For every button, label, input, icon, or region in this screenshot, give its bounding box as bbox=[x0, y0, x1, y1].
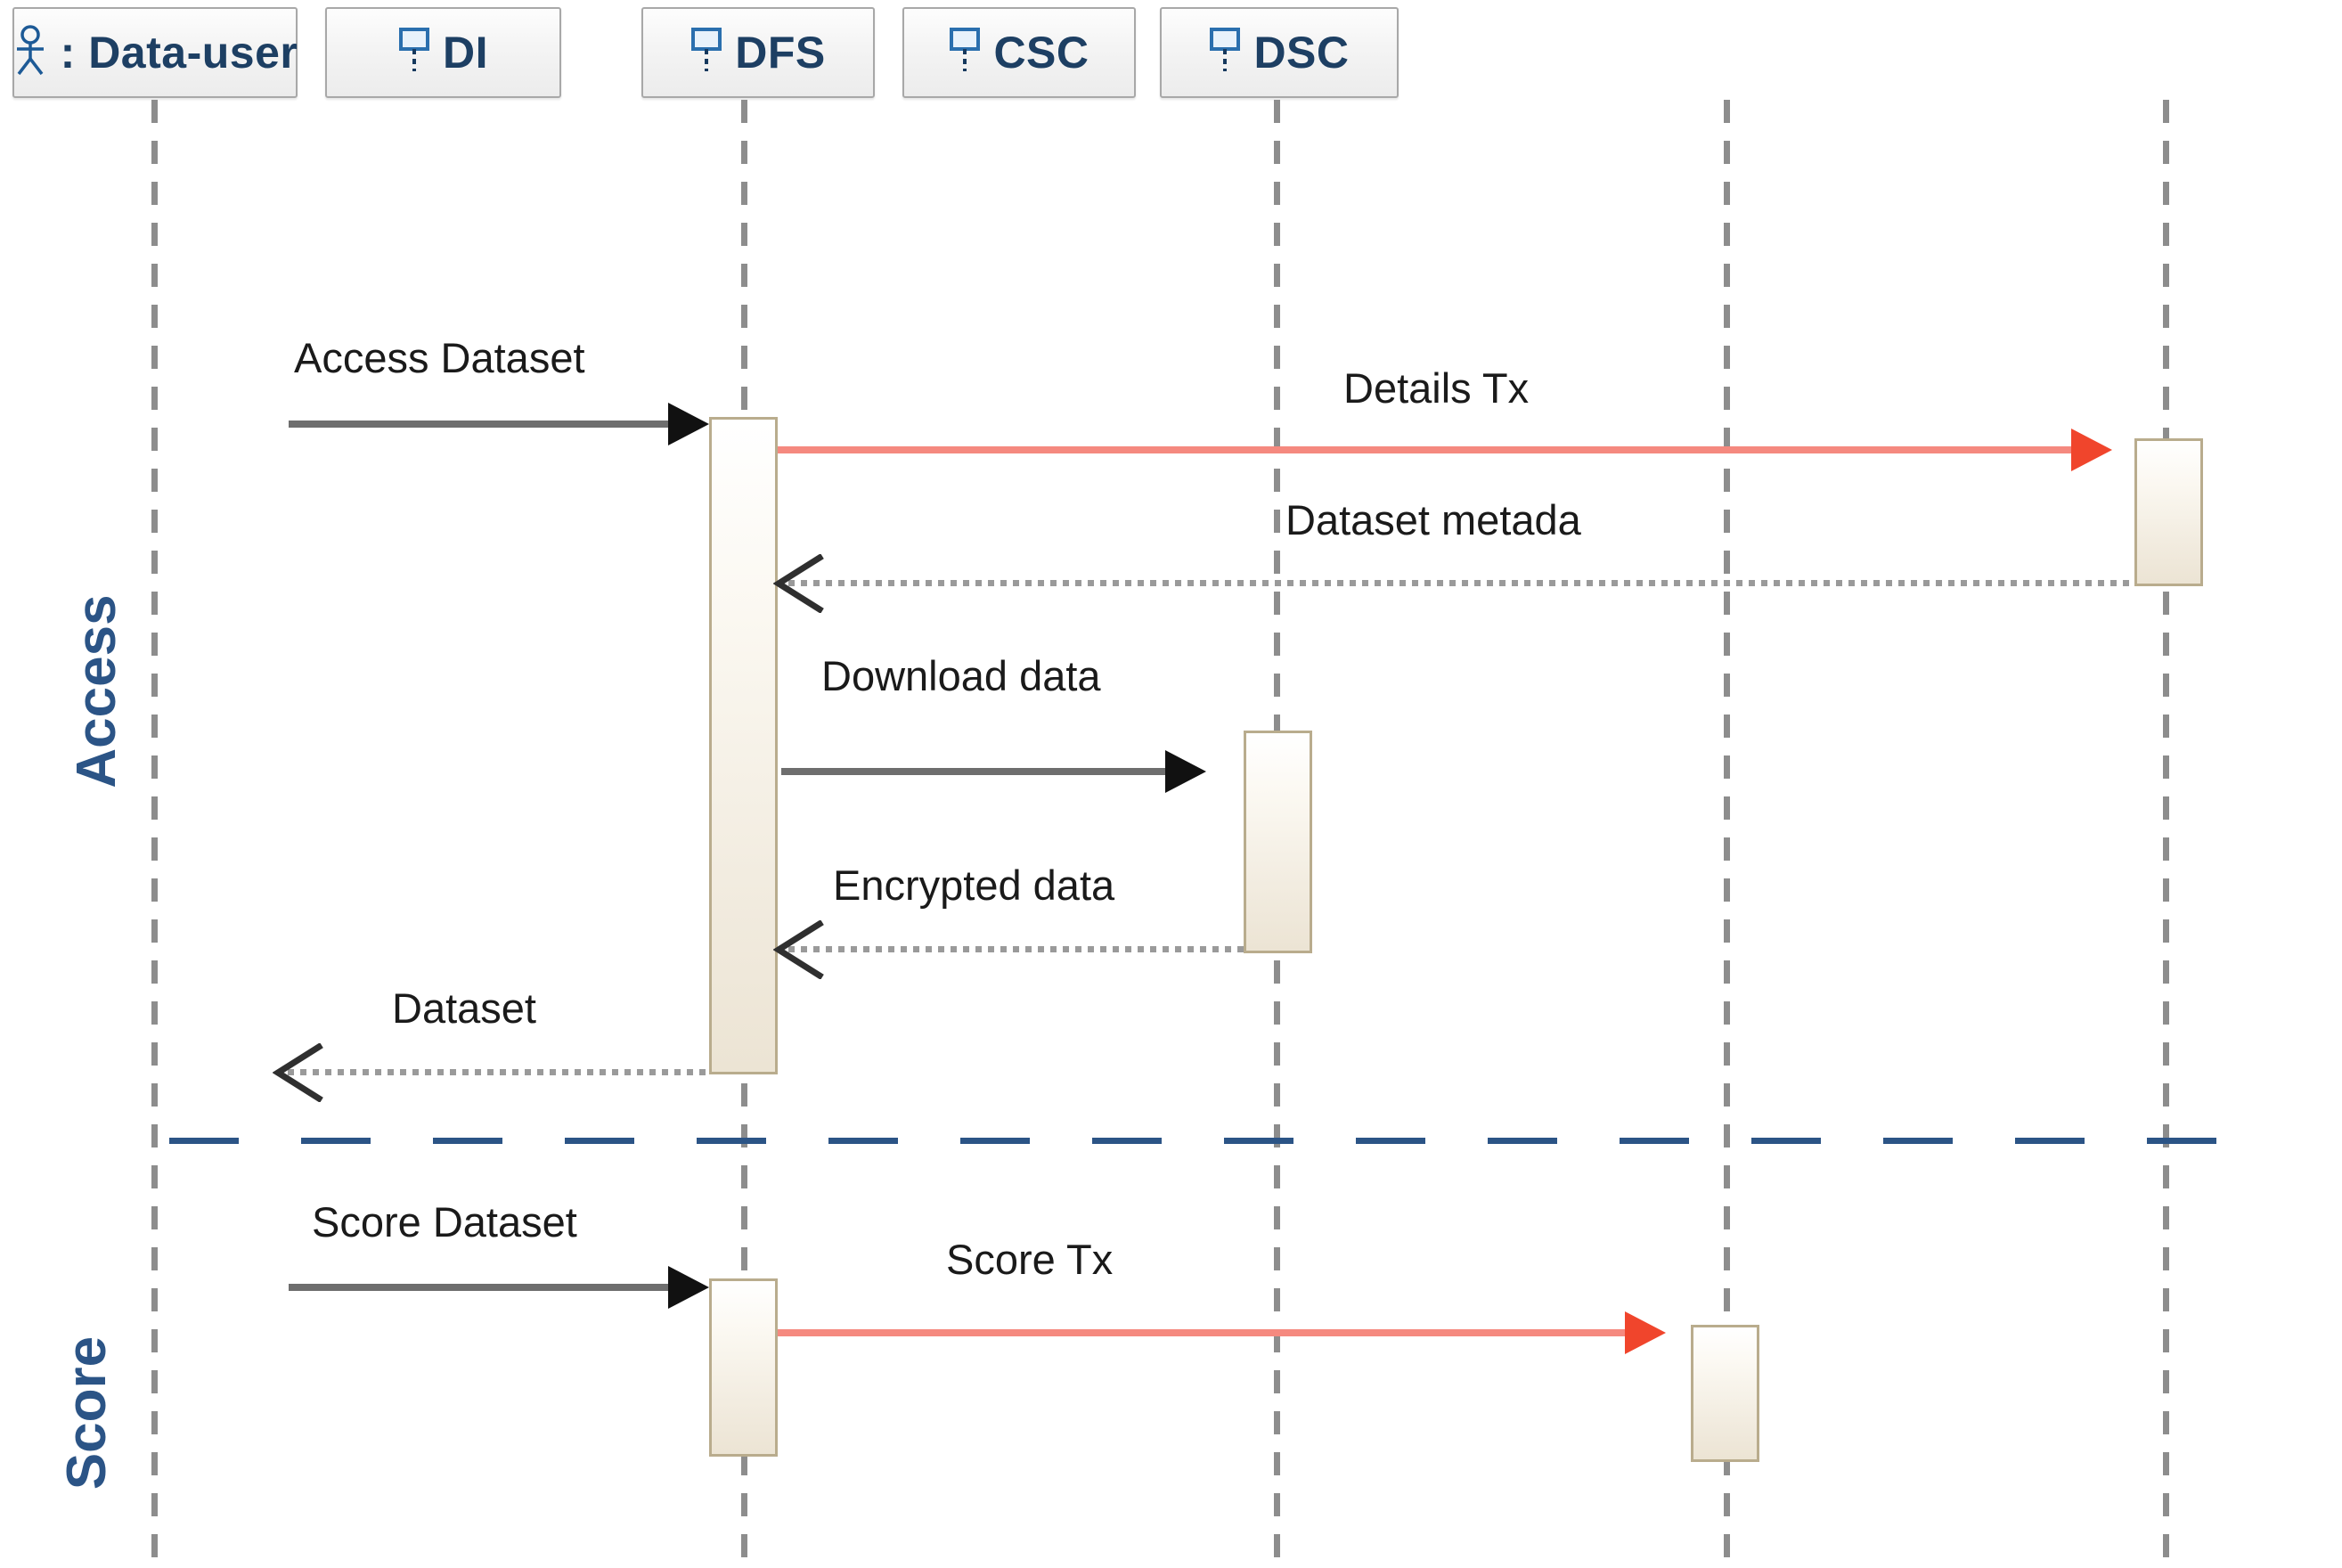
message-label-score-dataset: Score Dataset bbox=[312, 1198, 577, 1245]
message-arrowhead-download-data bbox=[1165, 750, 1206, 793]
message-arrowhead-score-dataset bbox=[668, 1266, 709, 1309]
message-label-download-data: Download data bbox=[821, 652, 1101, 699]
message-arrowhead-dataset bbox=[272, 1042, 326, 1107]
message-line-details-tx bbox=[778, 446, 2071, 453]
message-label-dataset-metada: Dataset metada bbox=[1285, 496, 1581, 543]
message-label-details-tx: Details Tx bbox=[1343, 364, 1530, 412]
boundary-lifeline-icon bbox=[690, 27, 722, 79]
message-arrowhead-dataset-metada bbox=[772, 553, 827, 617]
message-label-encrypted-data: Encrypted data bbox=[833, 862, 1115, 909]
activation-csc-score bbox=[1691, 1325, 1759, 1462]
message-arrowhead-score-tx bbox=[1625, 1311, 1666, 1354]
message-label-dataset: Dataset bbox=[392, 984, 536, 1032]
activation-dsc-access bbox=[2134, 438, 2203, 586]
participant-label-dsc: DSC bbox=[1253, 28, 1350, 78]
phase-separator bbox=[169, 1138, 2245, 1144]
message-label-score-tx: Score Tx bbox=[946, 1236, 1114, 1283]
message-line-score-tx bbox=[778, 1329, 1625, 1336]
participant-label-di: DI bbox=[443, 28, 488, 78]
message-line-download-data bbox=[781, 768, 1170, 775]
boundary-lifeline-icon bbox=[949, 27, 981, 79]
message-label-access-dataset: Access Dataset bbox=[294, 334, 585, 381]
message-line-dataset bbox=[288, 1069, 709, 1075]
lifeline-csc bbox=[1724, 100, 1730, 1568]
activation-di-score bbox=[709, 1278, 778, 1457]
participant-label-data-user: : Data-user bbox=[60, 28, 298, 78]
participant-label-csc: CSC bbox=[993, 28, 1089, 78]
actor-stick-figure-icon bbox=[12, 24, 48, 81]
message-arrowhead-access-dataset bbox=[668, 403, 709, 445]
message-line-access-dataset bbox=[289, 421, 672, 428]
lifeline-dsc bbox=[2163, 100, 2169, 1568]
message-arrowhead-encrypted-data bbox=[772, 919, 827, 984]
message-line-dataset-metada bbox=[788, 580, 2134, 586]
participant-header-di[interactable]: DI bbox=[325, 7, 561, 98]
boundary-lifeline-icon bbox=[1209, 27, 1241, 79]
boundary-lifeline-icon bbox=[398, 27, 430, 79]
phase-label-score: Score bbox=[56, 1335, 118, 1490]
activation-dfs-access bbox=[1244, 731, 1312, 953]
lifeline-data-user bbox=[151, 100, 158, 1568]
participant-header-csc[interactable]: CSC bbox=[902, 7, 1136, 98]
message-line-score-dataset bbox=[289, 1284, 672, 1291]
participant-label-dfs: DFS bbox=[735, 28, 826, 78]
participant-header-dsc[interactable]: DSC bbox=[1160, 7, 1399, 98]
message-line-encrypted-data bbox=[788, 946, 1244, 952]
participant-header-data-user[interactable]: : Data-user bbox=[12, 7, 298, 98]
phase-label-access: Access bbox=[66, 594, 127, 788]
activation-di-access bbox=[709, 417, 778, 1074]
participant-header-dfs[interactable]: DFS bbox=[641, 7, 875, 98]
message-arrowhead-details-tx bbox=[2071, 429, 2112, 471]
